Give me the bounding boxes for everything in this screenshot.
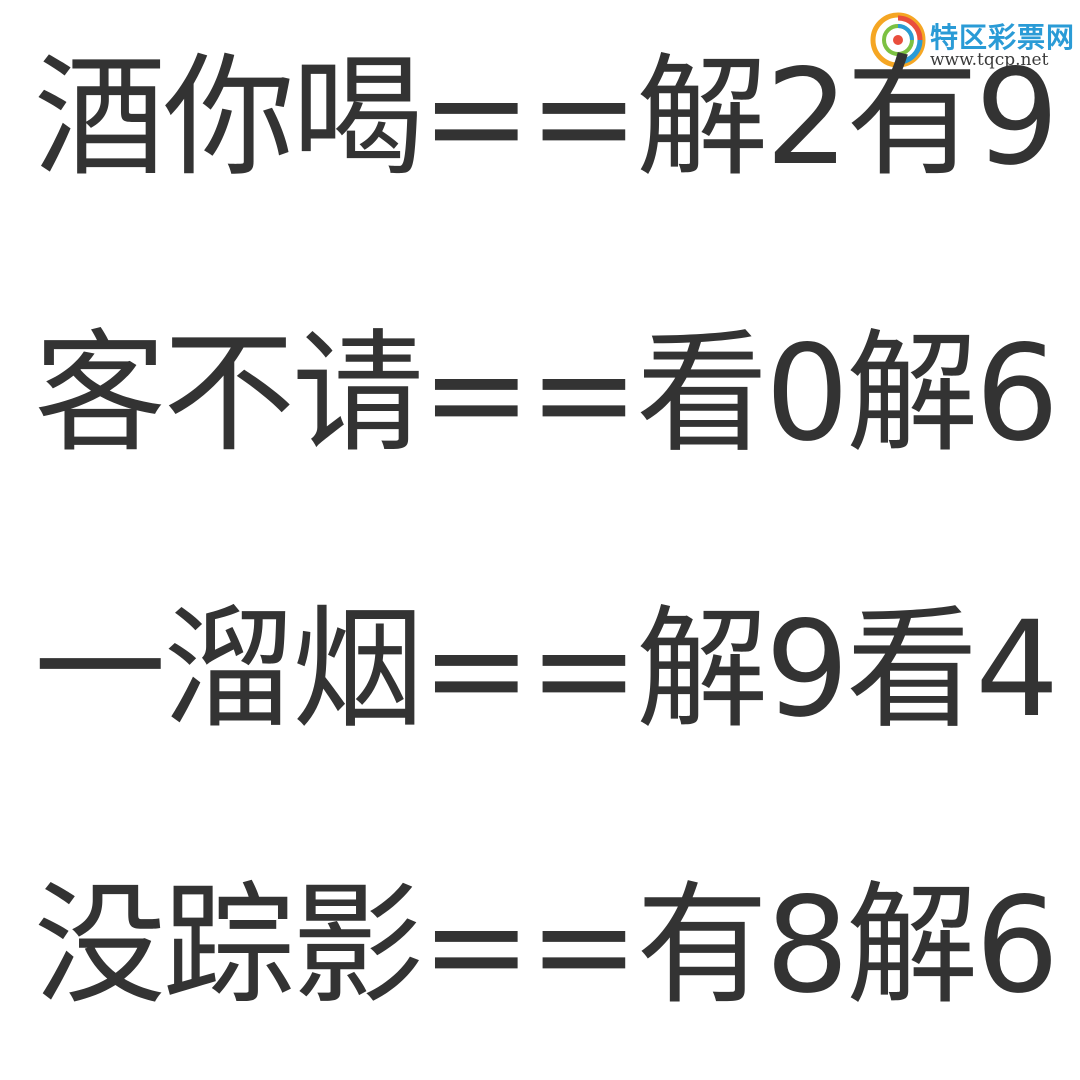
watermark-site-url: www.tqcp.net	[930, 50, 1049, 70]
riddle-line: 一溜烟==解9看4	[34, 593, 1059, 747]
riddle-line: 酒你喝==解2有9	[34, 41, 1059, 195]
watermark: 特区彩票网 www.tqcp.net	[870, 8, 1074, 78]
riddle-line: 没踪影==有8解6	[34, 869, 1059, 1023]
swirl-logo-icon	[870, 12, 926, 68]
watermark-site-name: 特区彩票网	[930, 21, 1076, 54]
riddle-lines: 酒你喝==解2有9 客不请==看0解6 一溜烟==解9看4 没踪影==有8解6	[34, 0, 1059, 1080]
riddle-line: 客不请==看0解6	[34, 317, 1059, 471]
